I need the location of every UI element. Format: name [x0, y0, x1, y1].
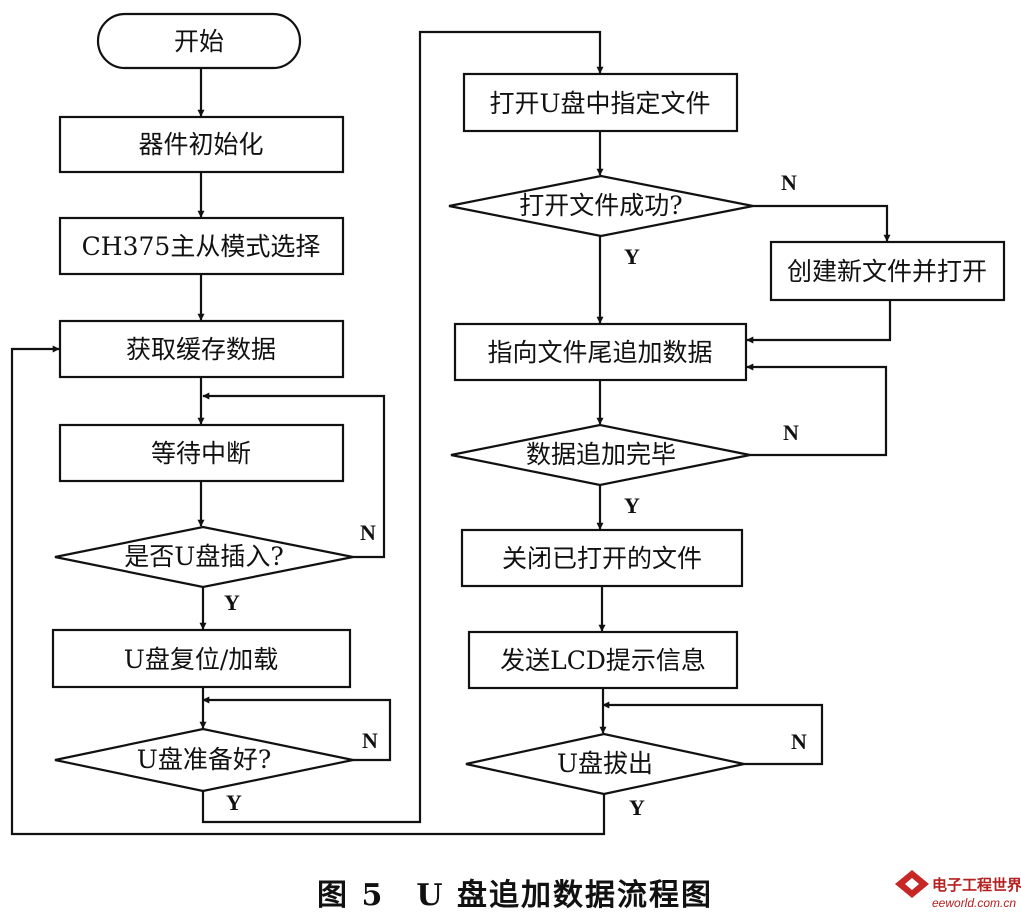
create-file-label: 创建新文件并打开: [787, 257, 987, 286]
label-no-ready: N: [362, 728, 378, 753]
append-done-label: 数据追加完毕: [526, 440, 676, 469]
edge-unplug-yes-to-getdata: [10, 345, 606, 836]
usb-ready-decision: U盘准备好?: [54, 727, 354, 793]
usb-inserted-decision: 是否U盘插入?: [54, 525, 354, 589]
label-yes-inserted: Y: [224, 590, 240, 615]
label-no-success: N: [781, 170, 797, 195]
append-done-decision: 数据追加完毕: [450, 423, 751, 487]
open-success-decision: 打开文件成功?: [448, 174, 754, 238]
wait-interrupt-label: 等待中断: [151, 439, 251, 468]
label-yes-ready: Y: [226, 790, 242, 815]
label-no-inserted: N: [360, 520, 376, 545]
edge-create-append: [746, 300, 892, 344]
append-box: 指向文件尾追加数据: [453, 322, 748, 382]
usb-unplug-label: U盘拔出: [557, 749, 653, 778]
edge-ready-yes-to-open: [201, 30, 604, 824]
edge-unplug-no-loop: [602, 701, 824, 766]
eeworld-watermark: 电子工程世界 eeworld.com.cn: [895, 870, 1021, 910]
init-label: 器件初始化: [138, 130, 263, 159]
edge-success-no-create: [753, 204, 891, 242]
label-yes-unplug: Y: [629, 795, 645, 820]
send-lcd-label: 发送LCD提示信息: [500, 646, 706, 675]
close-file-label: 关闭已打开的文件: [502, 544, 702, 573]
close-file-box: 关闭已打开的文件: [460, 528, 744, 588]
open-file-box: 打开U盘中指定文件: [462, 72, 739, 133]
send-lcd-box: 发送LCD提示信息: [467, 630, 739, 690]
get-data-box: 获取缓存数据: [58, 319, 345, 379]
get-data-label: 获取缓存数据: [126, 335, 276, 364]
usb-reset-box: U盘复位/加载: [51, 628, 352, 689]
usb-reset-label: U盘复位/加载: [124, 645, 279, 674]
usb-unplug-decision: U盘拔出: [465, 732, 745, 796]
edge-done-no-loop: [746, 363, 888, 457]
mode-select-box: CH375主从模式选择: [58, 216, 345, 276]
open-file-label: 打开U盘中指定文件: [489, 89, 710, 118]
watermark-url: eeworld.com.cn: [932, 896, 1016, 910]
usb-inserted-label: 是否U盘插入?: [124, 542, 283, 571]
label-no-unplug: N: [791, 729, 807, 754]
label-no-done: N: [783, 420, 799, 445]
label-yes-done: Y: [624, 493, 640, 518]
edge-inserted-no-loop: [202, 392, 386, 559]
edge-ready-no-loop: [202, 696, 392, 762]
label-yes-success: Y: [624, 244, 640, 269]
start-label: 开始: [174, 27, 224, 56]
usb-ready-label: U盘准备好?: [137, 745, 271, 774]
open-success-label: 打开文件成功?: [519, 191, 682, 220]
create-file-box: 创建新文件并打开: [769, 240, 1006, 302]
mode-select-label: CH375主从模式选择: [82, 232, 321, 261]
start-node: 开始: [96, 12, 302, 70]
figure-caption: 图 5 U 盘追加数据流程图: [317, 878, 713, 913]
watermark-title: 电子工程世界: [932, 876, 1021, 894]
append-label: 指向文件尾追加数据: [487, 338, 712, 367]
wait-interrupt-box: 等待中断: [58, 423, 345, 483]
init-box: 器件初始化: [58, 115, 345, 174]
